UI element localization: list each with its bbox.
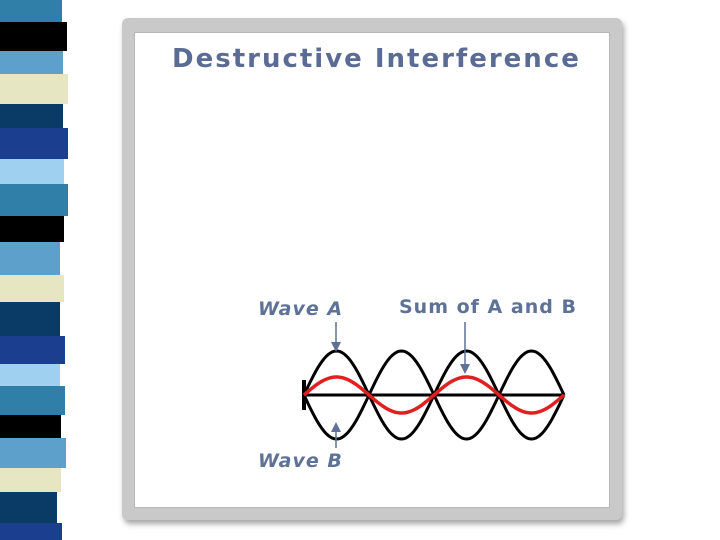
arrow-to-sum bbox=[460, 322, 470, 374]
arrow-to-wave-b bbox=[331, 422, 341, 448]
arrow-to-wave-a bbox=[331, 322, 341, 352]
wave-a-label: Wave A bbox=[258, 298, 343, 320]
sum-label: Sum of A and B bbox=[399, 296, 577, 318]
slide-title: Destructive Interference bbox=[172, 44, 581, 74]
wave-b-label: Wave B bbox=[258, 450, 343, 472]
